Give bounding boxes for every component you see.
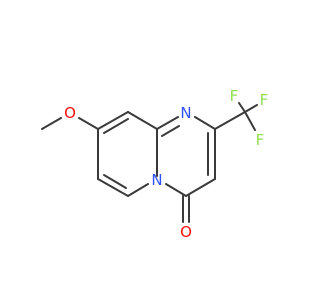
ring-nitrogen-top-label: N bbox=[180, 104, 191, 122]
bond-cf3-f-bottom bbox=[244, 111, 256, 131]
bond-c9a-n1 bbox=[156, 116, 179, 130]
molecule-structure: O N N O F F F bbox=[41, 87, 269, 241]
bond-layer bbox=[41, 102, 258, 223]
fluorine-right-label: F bbox=[260, 91, 269, 109]
bond-c2-cf3 bbox=[214, 111, 246, 130]
bond-c6-c7-inner bbox=[103, 174, 127, 189]
bond-c3-c4 bbox=[185, 178, 216, 197]
bond-c8-c9-inner bbox=[103, 118, 129, 134]
bond-cf3-f-top bbox=[238, 102, 246, 113]
fluorine-bottom-label: F bbox=[256, 131, 265, 149]
bond-c6-c7 bbox=[97, 178, 129, 197]
bond-n5-c6 bbox=[127, 183, 149, 197]
methoxy-oxygen-label: O bbox=[64, 104, 76, 122]
bond-cf3-f-right bbox=[244, 104, 258, 113]
bond-methyl-oxygen bbox=[41, 117, 62, 130]
bond-oxygen-c8 bbox=[78, 117, 99, 130]
molecule-canvas: O N N O F F F bbox=[41, 87, 269, 241]
bond-c4-n5 bbox=[165, 183, 187, 197]
carbonyl-oxygen-label: O bbox=[180, 223, 192, 241]
bond-n1-c2 bbox=[194, 116, 216, 130]
fluorine-top-label: F bbox=[230, 87, 239, 105]
bond-c9-c9a bbox=[127, 111, 158, 130]
ring-nitrogen-bridge-label: N bbox=[151, 171, 162, 189]
bond-c9a-n1-inner bbox=[161, 125, 180, 137]
bond-c8-c9 bbox=[97, 111, 129, 130]
